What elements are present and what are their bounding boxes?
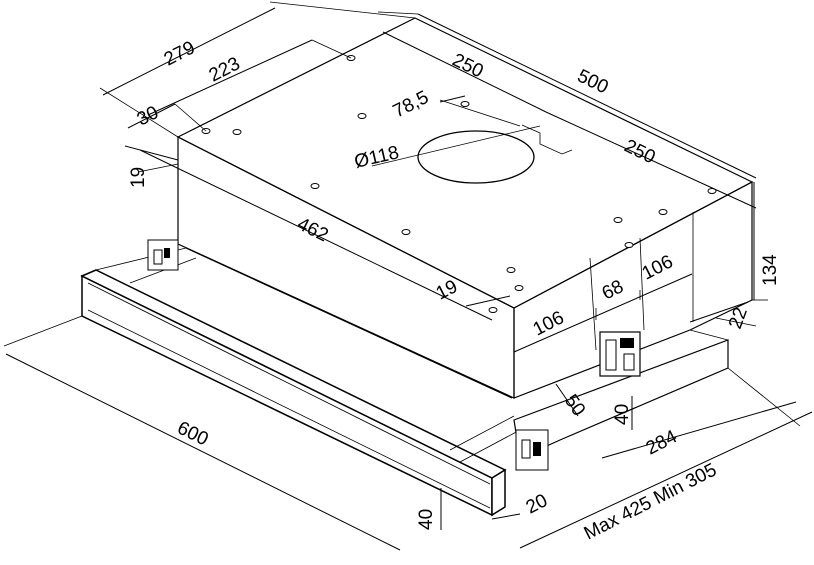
dim-462: 462 — [294, 214, 332, 247]
dim-134: 134 — [760, 254, 781, 286]
dim-68: 68 — [599, 276, 627, 304]
front-visor — [80, 247, 521, 517]
duct-ellipse — [417, 130, 535, 184]
dimension-lines — [3, 1, 813, 551]
dim-284: 284 — [643, 426, 681, 459]
dim-40-left: 40 — [416, 509, 437, 530]
visor-side-face — [491, 468, 506, 517]
dim-250-top: 250 — [449, 50, 487, 83]
left-bracket — [147, 239, 179, 271]
dim-250-right: 250 — [621, 136, 659, 169]
dim-40-right: 40 — [612, 404, 633, 425]
hood-body — [176, 17, 754, 399]
screw-holes — [201, 55, 717, 313]
duct-opening — [371, 99, 541, 184]
dim-78-5: 78,5 — [390, 87, 432, 123]
dim-19-left: 19 — [128, 167, 149, 188]
dim-106-right: 106 — [639, 251, 677, 284]
dim-max-min-range: Max 425 Min 305 — [581, 460, 720, 545]
visor-front-face — [81, 274, 493, 517]
dim-223: 223 — [206, 53, 244, 86]
dim-600: 600 — [174, 418, 212, 451]
dim-279: 279 — [161, 37, 199, 70]
dim-30: 30 — [134, 102, 162, 130]
hood-right-face — [513, 181, 753, 399]
side-bracket — [599, 331, 641, 377]
dim-19-bottom: 19 — [433, 276, 461, 304]
dim-500: 500 — [574, 66, 612, 99]
dim-106-left: 106 — [530, 307, 568, 340]
right-bracket — [515, 429, 549, 471]
dim-20: 20 — [523, 490, 551, 518]
dim-diameter-118: Ø118 — [352, 142, 401, 173]
